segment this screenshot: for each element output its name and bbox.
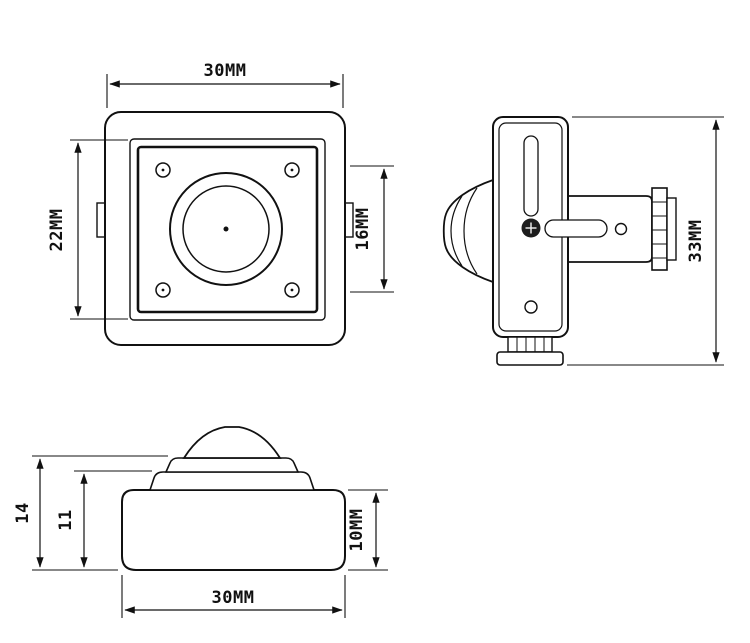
side-arm-hole (614, 222, 628, 236)
dim-front-height (70, 139, 128, 320)
lens-cone-arc (463, 187, 478, 275)
side-bottom-hole (524, 300, 538, 314)
side-connector-cap (666, 197, 677, 261)
side-foot-neck (507, 336, 553, 353)
dim-side-height (567, 116, 724, 366)
dim-bottom-mid-height (74, 470, 152, 568)
front-panel-outer (129, 138, 326, 321)
bottom-ring-upper (164, 457, 300, 473)
dim-bottom-body-height (348, 489, 388, 571)
dim-label-bottom-width: 30MM (212, 588, 255, 608)
lens-inner-ring (182, 185, 270, 273)
front-view (96, 111, 354, 346)
screw-dot (290, 168, 294, 172)
screw-dot (161, 168, 165, 172)
dim-bottom-total-height (32, 455, 168, 571)
dim-label-bottom-total-height: 14 (13, 502, 33, 523)
dim-label-bottom-mid-height: 11 (56, 509, 76, 530)
screw-bottom-right (284, 282, 300, 298)
bottom-view (121, 426, 346, 571)
lens-outer-ring (169, 172, 283, 286)
bottom-body (121, 489, 346, 571)
side-foot-base (496, 351, 564, 366)
front-panel-inner (136, 145, 319, 314)
lens-center-dot (223, 226, 229, 232)
dim-label-front-lens-board: 16MM (353, 208, 373, 251)
screw-dot (161, 288, 165, 292)
dim-front-lens-board (350, 165, 394, 293)
screw-top-right (284, 162, 300, 178)
side-view (442, 116, 677, 366)
dim-front-width (106, 74, 344, 108)
lens-cone-arc (450, 195, 463, 267)
screw-top-left (155, 162, 171, 178)
bottom-dome-tip (182, 426, 282, 459)
side-horizontal-slot (544, 219, 608, 238)
dim-label-front-width: 30MM (204, 61, 247, 81)
dim-label-front-height: 22MM (47, 209, 67, 252)
screw-dot (290, 288, 294, 292)
dim-label-bottom-body-height: 10MM (347, 509, 367, 552)
dim-label-side-height: 33MM (686, 220, 706, 263)
bottom-ring-lower (148, 471, 316, 491)
side-vertical-slot (523, 135, 539, 217)
screw-bottom-left (155, 282, 171, 298)
dim-bottom-width (121, 575, 346, 618)
